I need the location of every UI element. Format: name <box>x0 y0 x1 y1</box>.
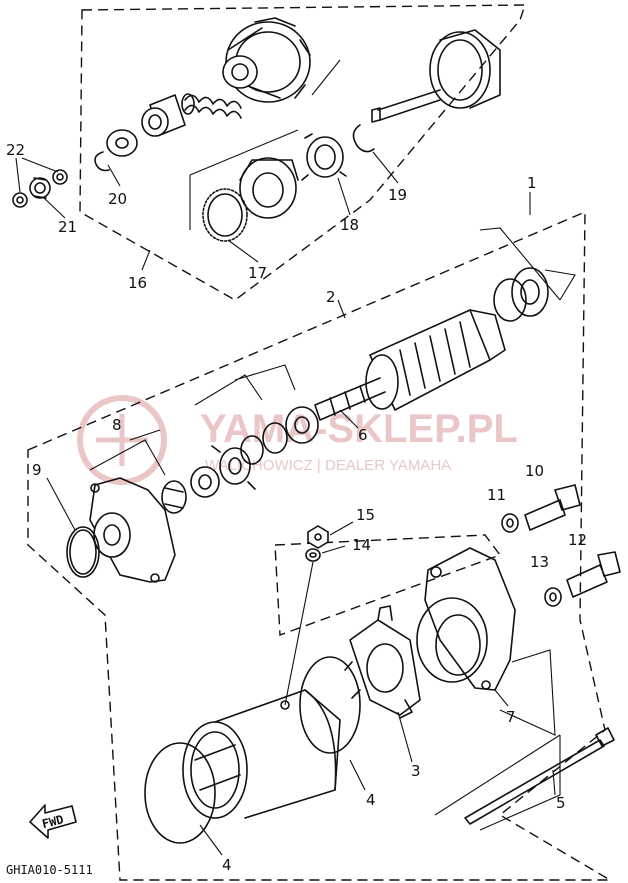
callout-15: 15 <box>356 506 375 524</box>
fwd-label: FWD <box>41 812 65 831</box>
watermark-title: YAMA-SKLEP.PL <box>200 407 518 451</box>
callout-16: 16 <box>128 274 147 292</box>
callout-8: 8 <box>112 416 122 434</box>
circlip-19 <box>352 124 375 153</box>
clutch-gear <box>222 17 311 103</box>
bearing-8 <box>161 466 220 514</box>
gasket-4-rear <box>299 656 361 754</box>
thrust-washer-18 <box>301 133 347 181</box>
through-bolt <box>464 727 615 825</box>
callout-numbers: 1 2 3 4 4 5 6 7 8 9 10 11 12 13 14 15 16… <box>6 141 587 874</box>
callout-10: 10 <box>525 462 544 480</box>
callout-7: 7 <box>506 708 516 726</box>
planetary-housing <box>239 157 299 219</box>
watermark: YAMA-SKLEP.PL WALICHOWICZ | DEALER YAMAH… <box>77 395 518 485</box>
fwd-arrow: FWD <box>29 804 77 839</box>
gasket-4-front <box>144 742 216 844</box>
callout-6: 6 <box>358 426 368 444</box>
callout-21: 21 <box>58 218 77 236</box>
circlip-20 <box>94 151 110 172</box>
clutch-sleeve <box>141 94 186 137</box>
washer-22-right <box>52 169 68 185</box>
callout-5: 5 <box>556 794 566 812</box>
callout-4-rear: 4 <box>366 791 376 809</box>
callout-11: 11 <box>487 486 506 504</box>
bushing-21 <box>29 177 51 199</box>
callout-13: 13 <box>530 553 549 571</box>
group-outline-1 <box>27 210 613 881</box>
brush-holder <box>344 605 421 719</box>
stopper-collar <box>106 129 138 157</box>
washer-22-left <box>12 192 28 208</box>
rear-cover <box>416 547 516 691</box>
drive-spring <box>181 93 242 119</box>
callout-19: 19 <box>388 186 407 204</box>
washer-13 <box>544 587 562 607</box>
callout-12: 12 <box>568 531 587 549</box>
group-outline-fasteners <box>274 534 502 636</box>
callout-2: 2 <box>326 288 336 306</box>
bolt-10 <box>524 484 581 531</box>
watermark-logo <box>77 395 167 485</box>
front-cover <box>89 477 176 583</box>
callout-3: 3 <box>411 762 421 780</box>
watermark-subtitle: WALICHOWICZ | DEALER YAMAHA <box>205 457 451 474</box>
armature-shims-right <box>493 267 549 322</box>
callout-14: 14 <box>352 536 371 554</box>
callout-9: 9 <box>32 461 42 479</box>
bolt-12 <box>566 551 621 598</box>
callout-4-front: 4 <box>222 856 232 874</box>
diagram-code: GHIA010-5111 <box>6 863 93 877</box>
callout-17: 17 <box>248 264 267 282</box>
callout-1: 1 <box>527 174 537 192</box>
callout-18: 18 <box>340 216 359 234</box>
yoke <box>182 689 341 819</box>
needle-bearing-17 <box>202 188 248 242</box>
nut-15 <box>307 525 329 549</box>
callout-leaders <box>15 151 556 856</box>
o-ring-9 <box>66 526 100 578</box>
washer-11 <box>501 513 519 533</box>
callout-20: 20 <box>108 190 127 208</box>
armature <box>314 309 506 421</box>
washer-14 <box>305 548 321 562</box>
group-outline-16 <box>79 4 526 301</box>
armature-shims-left <box>240 406 319 465</box>
drive-shaft <box>371 29 501 123</box>
brush-plate-washer <box>211 445 256 490</box>
callout-22: 22 <box>6 141 25 159</box>
